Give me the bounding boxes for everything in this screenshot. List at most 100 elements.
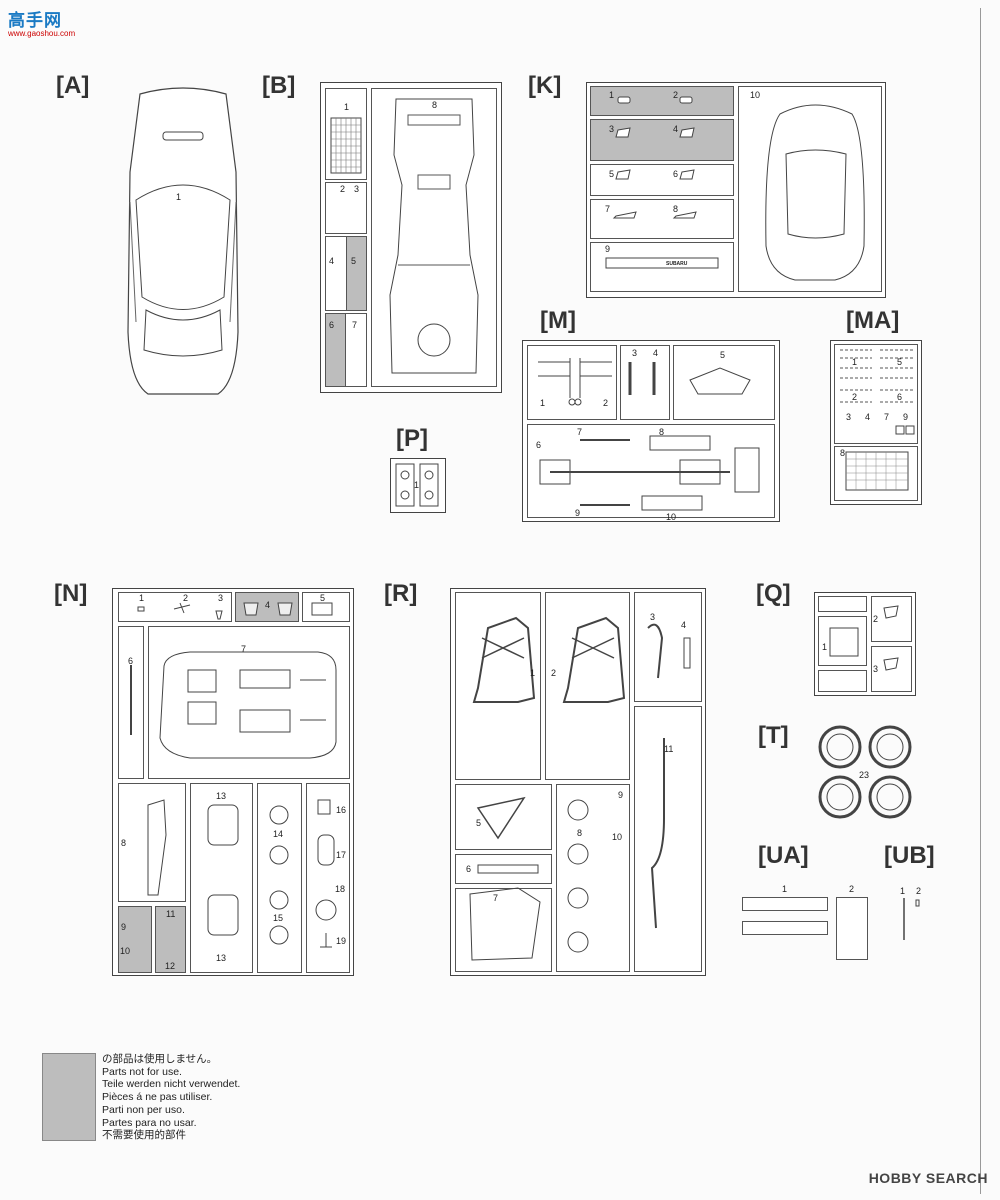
section-label-m: [M] [540, 307, 576, 334]
part-m-5: 5 [720, 350, 726, 360]
part-r-1: 1 [530, 668, 536, 678]
part-ua-2: 2 [849, 884, 855, 894]
unused-parts-legend: の部品は使用しません。 Parts not for use. Teile wer… [102, 1053, 240, 1142]
n-cell-16-19 [306, 783, 350, 973]
section-label-b: [B] [262, 72, 296, 99]
part-k-9: 9 [605, 244, 611, 254]
section-label-q: [Q] [756, 580, 791, 607]
part-a-1: 1 [176, 192, 182, 202]
m-cell-5 [673, 345, 775, 420]
part-m-7: 7 [577, 427, 583, 437]
part-n-14: 14 [273, 829, 284, 839]
part-n-9: 9 [121, 922, 127, 932]
n-cell-13 [190, 783, 253, 973]
part-t-23: 23 [859, 770, 870, 780]
b-cell-5-unused [346, 236, 367, 311]
r-rollcage-drawing [469, 616, 691, 961]
section-label-ma: [MA] [846, 307, 900, 334]
part-k-1: 1 [609, 90, 615, 100]
part-b-3: 3 [354, 184, 360, 194]
site-logo: 高手网 www.gaoshou.com [8, 6, 75, 38]
part-r-9: 9 [618, 790, 624, 800]
n-cell-9-10-unused [118, 906, 152, 973]
page-border [22, 8, 981, 1194]
part-n-4: 4 [265, 600, 271, 610]
q-cell-2 [871, 596, 912, 642]
r-cell-1 [455, 592, 541, 780]
part-n-12: 12 [165, 961, 176, 971]
section-label-r: [R] [384, 580, 418, 607]
k-cell-5-6 [590, 164, 734, 196]
part-m-9: 9 [575, 508, 581, 518]
grille-b1-drawing [330, 117, 362, 174]
b-cell-8 [371, 88, 497, 387]
part-r-5: 5 [476, 818, 482, 828]
ua-part-1b [742, 921, 828, 935]
part-ub-2: 2 [916, 886, 922, 896]
n-cell-8 [118, 783, 186, 902]
part-q-1: 1 [822, 642, 828, 652]
ub-parts-drawing [903, 898, 920, 940]
section-label-p: [P] [396, 425, 428, 452]
part-n-19: 19 [336, 936, 347, 946]
part-b-7: 7 [352, 320, 358, 330]
k9-emblem-text: SUBARU [666, 261, 688, 267]
m-cell-1-2 [527, 345, 617, 420]
part-r-10: 10 [612, 832, 623, 842]
part-n-6: 6 [128, 656, 134, 666]
part-n-16: 16 [336, 805, 347, 815]
hobby-search-watermark: HOBBY SEARCH [868, 1170, 988, 1186]
legend-line-es: Partes para no usar. [102, 1116, 197, 1129]
ua-part-1a [742, 897, 828, 911]
part-ua-1: 1 [782, 884, 788, 894]
part-n-10: 10 [120, 946, 131, 956]
legend-line-zh: 不需要使用的部件 [102, 1129, 186, 1142]
r-cell-2 [545, 592, 630, 780]
part-n-7: 7 [241, 644, 247, 654]
part-k-6: 6 [673, 169, 679, 179]
part-b-5: 5 [351, 256, 357, 266]
part-m-8: 8 [659, 427, 665, 437]
k-lenses-drawing [605, 96, 719, 269]
legend-line-en: Parts not for use. [102, 1065, 182, 1078]
part-r-3: 3 [650, 612, 656, 622]
part-ma-6: 6 [897, 392, 903, 402]
part-k-2: 2 [673, 90, 679, 100]
part-ma-2: 2 [852, 392, 858, 402]
part-r-7: 7 [493, 893, 499, 903]
part-ma-1: 1 [852, 357, 858, 367]
r-cell-11 [634, 706, 702, 972]
legend-line-fr: Pièces á ne pas utiliser. [102, 1091, 213, 1104]
section-label-n: [N] [54, 580, 88, 607]
part-m-2: 2 [603, 398, 609, 408]
legend-line-it: Parti non per uso. [102, 1103, 185, 1116]
part-q-2: 2 [873, 614, 879, 624]
part-n-2: 2 [183, 593, 189, 603]
part-n-8: 8 [121, 838, 127, 848]
part-n-1: 1 [139, 593, 145, 603]
part-r-11: 11 [664, 744, 674, 754]
part-n-15: 15 [273, 913, 284, 923]
logo-url: www.gaoshou.com [8, 29, 76, 38]
part-n-13: 13 [216, 791, 227, 801]
part-ma-7: 7 [884, 412, 890, 422]
q-cell-1 [818, 616, 867, 666]
n-cell-5 [302, 592, 350, 622]
n-cell-1-3 [118, 592, 232, 622]
q-cell-top [818, 596, 867, 612]
b-cell-2-3 [325, 182, 367, 234]
part-m-1: 1 [540, 398, 546, 408]
section-label-t: [T] [758, 722, 789, 749]
k-cell-3-4-unused [590, 119, 734, 161]
part-b-6: 6 [329, 320, 335, 330]
section-label-ub: [UB] [884, 842, 935, 869]
part-m-6: 6 [536, 440, 542, 450]
part-ma-8: 8 [840, 448, 846, 458]
part-k-5: 5 [609, 169, 615, 179]
part-k-3: 3 [609, 124, 615, 134]
part-m-4: 4 [653, 348, 659, 358]
part-n-18: 18 [335, 884, 346, 894]
part-n-11: 11 [166, 909, 176, 919]
part-m-10: 10 [666, 512, 677, 522]
legend-line-ja: の部品は使用しません。 [102, 1053, 218, 1065]
